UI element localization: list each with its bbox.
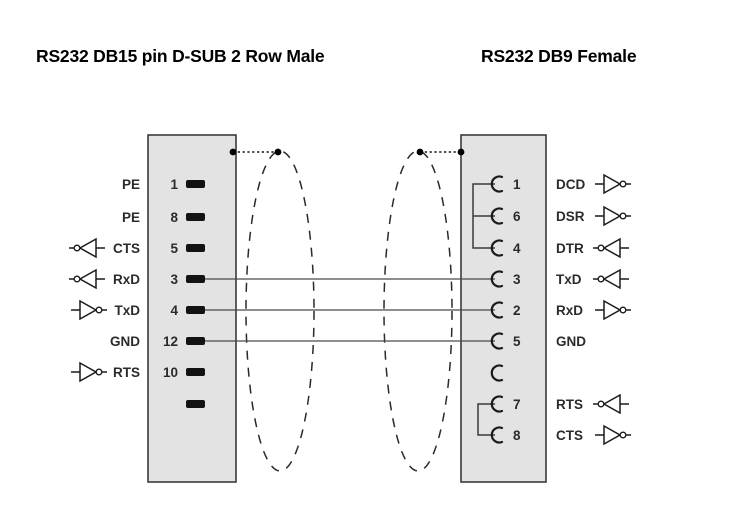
jumper-rts-cts: [477, 403, 495, 436]
left-row-5: TxD 4: [70, 300, 205, 320]
male-pin-contact: [186, 213, 205, 221]
shield-junction-dot-connector-left: [229, 148, 237, 156]
buffer-right-icon: [594, 206, 632, 226]
left-row-label: RxD: [113, 272, 140, 287]
left-row-1: PE 1: [122, 177, 205, 192]
female-socket-contact: [490, 364, 504, 382]
male-pin-contact: [186, 180, 205, 188]
right-row-number: 1: [513, 177, 521, 192]
female-socket-contact: [490, 239, 504, 257]
male-pin-contact: [186, 244, 205, 252]
right-row-number: 7: [513, 397, 521, 412]
right-row-label: RTS: [556, 397, 583, 412]
left-row-label: GND: [110, 334, 140, 349]
left-row-2: PE 8: [122, 210, 205, 225]
right-row-label: RxD: [556, 303, 583, 318]
left-connector-title: RS232 DB15 pin D-SUB 2 Row Male: [36, 46, 325, 66]
right-connector-title: RS232 DB9 Female: [481, 46, 637, 66]
buffer-left-icon: [592, 269, 630, 289]
female-socket-contact: [490, 175, 504, 193]
right-row-number: 4: [513, 241, 521, 256]
right-row-number: 6: [513, 209, 521, 224]
right-row-number: 5: [513, 334, 521, 349]
right-row-9: 8 CTS: [490, 425, 632, 445]
left-row-label: PE: [122, 210, 140, 225]
left-row-number: 8: [170, 210, 178, 225]
right-row-label: DTR: [556, 241, 584, 256]
buffer-right-icon: [70, 300, 108, 320]
left-row-3: CTS 5: [68, 238, 205, 258]
right-row-label: TxD: [556, 272, 582, 287]
right-row-7: [490, 364, 504, 382]
left-row-number: 10: [163, 365, 178, 380]
right-row-label: GND: [556, 334, 586, 349]
shield-junction-dot-connector-right: [457, 148, 465, 156]
male-pin-contact: [186, 368, 205, 376]
right-row-label: CTS: [556, 428, 583, 443]
buffer-right-icon: [594, 174, 632, 194]
cable-shield-ellipse-2: [383, 150, 453, 472]
female-socket-contact: [490, 301, 504, 319]
left-row-number: 3: [170, 272, 178, 287]
right-row-label: DCD: [556, 177, 585, 192]
right-row-6: 5 GND: [490, 332, 586, 350]
right-row-number: 8: [513, 428, 521, 443]
right-row-number: 2: [513, 303, 521, 318]
male-pin-contact: [186, 400, 205, 408]
right-connector-body: [460, 134, 547, 483]
female-socket-contact: [490, 207, 504, 225]
right-row-2: 6 DSR: [490, 206, 632, 226]
female-socket-contact: [490, 395, 504, 413]
left-row-6: GND 12: [110, 334, 205, 349]
female-socket-contact: [490, 270, 504, 288]
right-row-3: 4 DTR: [490, 238, 630, 258]
right-row-5: 2 RxD: [490, 300, 632, 320]
male-pin-contact: [186, 337, 205, 345]
buffer-left-icon: [68, 269, 106, 289]
right-row-number: 3: [513, 272, 521, 287]
left-row-label: TxD: [114, 303, 140, 318]
male-pin-contact: [186, 275, 205, 283]
left-row-8: [186, 400, 205, 408]
left-row-7: RTS 10: [70, 362, 205, 382]
left-row-number: 5: [170, 241, 178, 256]
shield-junction-dot-ellipse-right: [416, 148, 424, 156]
male-pin-contact: [186, 306, 205, 314]
left-row-label: PE: [122, 177, 140, 192]
left-row-number: 12: [163, 334, 178, 349]
cable-shield-ellipse-1: [245, 150, 315, 472]
right-row-4: 3 TxD: [490, 269, 630, 289]
right-row-1: 1 DCD: [490, 174, 632, 194]
right-row-label: DSR: [556, 209, 585, 224]
left-row-label: CTS: [113, 241, 140, 256]
left-row-4: RxD 3: [68, 269, 205, 289]
female-socket-contact: [490, 332, 504, 350]
left-row-number: 1: [170, 177, 178, 192]
buffer-left-icon: [68, 238, 106, 258]
buffer-right-icon: [594, 300, 632, 320]
buffer-left-icon: [592, 238, 630, 258]
buffer-right-icon: [70, 362, 108, 382]
buffer-right-icon: [594, 425, 632, 445]
left-row-label: RTS: [113, 365, 140, 380]
right-row-8: 7 RTS: [490, 394, 630, 414]
shield-junction-dot-ellipse-left: [274, 148, 282, 156]
left-row-number: 4: [170, 303, 178, 318]
female-socket-contact: [490, 426, 504, 444]
buffer-left-icon: [592, 394, 630, 414]
